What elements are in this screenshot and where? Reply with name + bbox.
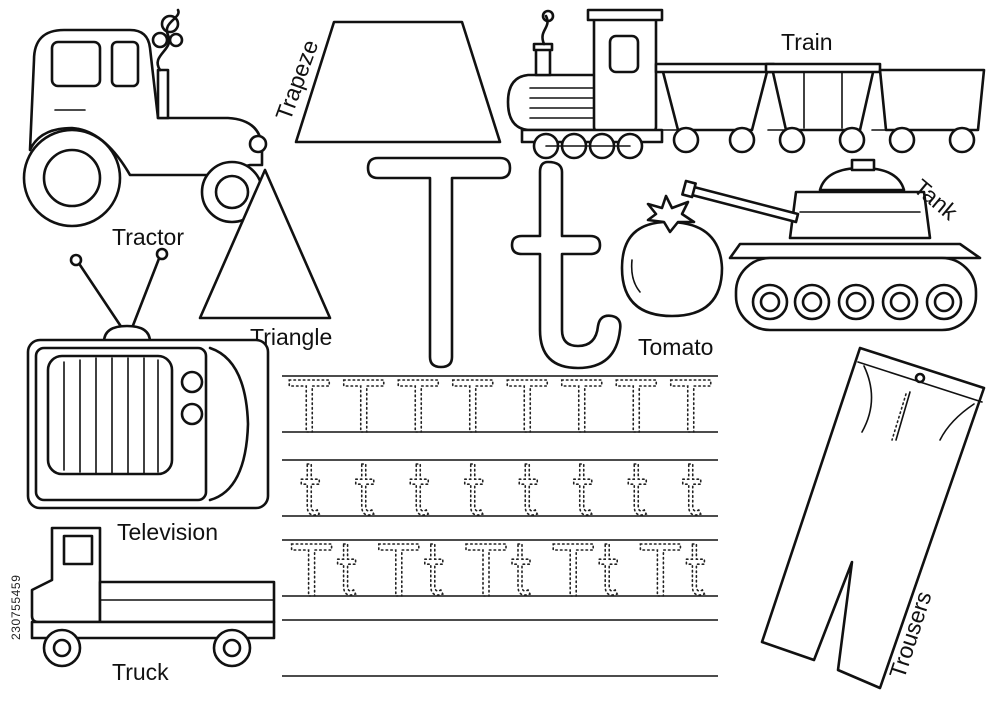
- tractor-label: Tractor: [112, 224, 184, 250]
- tomato-label: Tomato: [638, 334, 713, 360]
- tracing-letter-T: [560, 379, 603, 433]
- tractor-picture: Tractor: [22, 8, 268, 250]
- tracing-letter-t: [511, 543, 532, 596]
- tracing-letter-T: [615, 379, 658, 433]
- tracing-letter-t: [300, 463, 321, 516]
- tracing-letter-t: [685, 543, 706, 596]
- trousers-picture: Trousers: [760, 346, 986, 690]
- tracing-letter-t: [409, 463, 430, 516]
- tracing-letter-t: [598, 543, 619, 596]
- stock-id-text: 230755459: [9, 575, 23, 640]
- tracing-letter-T: [552, 543, 594, 597]
- tracing-letter-T: [342, 379, 385, 433]
- tracing-letter-T: [451, 379, 494, 433]
- tracing-letter-t: [681, 463, 702, 516]
- tracing-letter-T: [506, 379, 549, 433]
- tracing-letter-T: [639, 543, 682, 597]
- truck-picture: Truck: [30, 526, 276, 685]
- tracing-letter-T: [290, 543, 333, 597]
- television-picture: Television: [26, 247, 270, 545]
- tracing-letter-T: [669, 379, 712, 433]
- tank-picture: Tank: [681, 158, 982, 332]
- tracing-letter-t: [627, 463, 648, 516]
- train-label: Train: [781, 29, 833, 55]
- tracing-letter-T: [378, 543, 420, 597]
- tracing-letter-t: [354, 463, 375, 516]
- tracing-letter-t: [424, 543, 444, 596]
- tracing-letter-t: [336, 543, 357, 596]
- truck-label: Truck: [112, 659, 169, 685]
- tracing-letter-t: [463, 463, 484, 516]
- tracing-area: [282, 375, 718, 677]
- trapeze-picture: Trapeze: [270, 20, 502, 144]
- outline-small-t: [510, 160, 622, 370]
- triangle-picture: Triangle: [198, 168, 332, 350]
- tracing-letter-T: [397, 379, 440, 433]
- big-letters: [366, 156, 622, 370]
- tracing-letter-t: [572, 463, 593, 516]
- tomato-picture: Tomato: [620, 194, 724, 360]
- tracing-letter-T: [465, 543, 507, 597]
- television-label: Television: [117, 519, 218, 545]
- train-picture: Train: [506, 8, 986, 160]
- outline-capital-t: [366, 156, 512, 369]
- tracing-letter-T: [288, 379, 331, 433]
- tracing-letter-t: [518, 463, 539, 516]
